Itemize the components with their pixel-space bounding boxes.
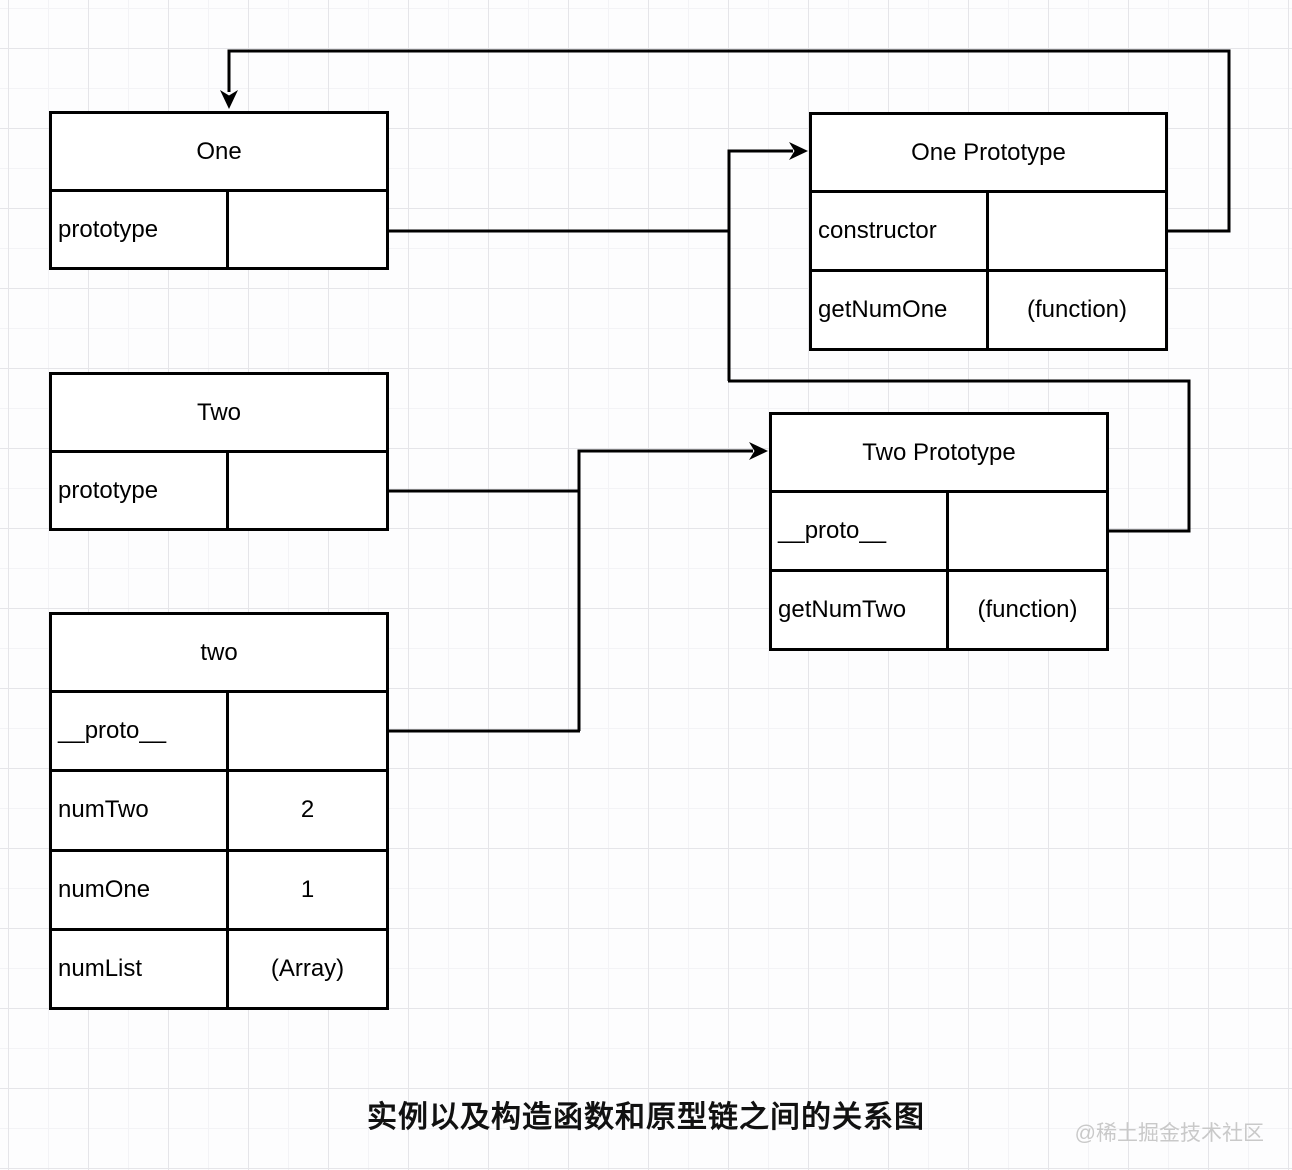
row-key: numOne: [52, 851, 229, 928]
node-one-prototype-row-constructor: constructor: [812, 193, 1165, 269]
row-key: numTwo: [52, 772, 229, 849]
arrow-into-one-prototype: [727, 149, 793, 381]
node-two-row-prototype: prototype: [52, 453, 386, 528]
node-two-instance-row-numtwo: numTwo 2: [52, 769, 386, 849]
node-one-title: One: [52, 114, 386, 192]
node-two-prototype-row-proto: __proto__: [772, 493, 1106, 569]
node-two-instance: two __proto__ numTwo 2 numOne 1 numList …: [49, 612, 389, 1010]
node-one-prototype-title: One Prototype: [812, 115, 1165, 193]
arrow-into-two-prototype: [577, 449, 753, 731]
node-one-prototype: One Prototype constructor getNumOne (fun…: [809, 112, 1168, 351]
row-value: [229, 693, 386, 769]
arrowhead-right-into-two-prototype: [749, 442, 768, 460]
row-key: getNumOne: [812, 272, 989, 348]
row-value: (function): [977, 596, 1078, 623]
row-value: [989, 193, 1165, 269]
row-key: prototype: [52, 453, 229, 528]
row-value: 1: [300, 875, 315, 903]
node-two-instance-row-numlist: numList (Array): [52, 927, 386, 1007]
arrowhead-right-into-one-prototype: [789, 142, 808, 160]
row-key: constructor: [812, 193, 989, 269]
node-two-instance-row-numone: numOne 1: [52, 848, 386, 928]
diagram-caption: 实例以及构造函数和原型链之间的关系图: [367, 1101, 925, 1134]
row-value: [949, 493, 1106, 569]
node-two-instance-title: two: [52, 615, 386, 693]
row-value: [229, 192, 386, 267]
arrowhead-down-into-one: [220, 90, 238, 109]
row-value: (Array): [270, 954, 345, 982]
node-one: One prototype: [49, 111, 389, 270]
row-key: __proto__: [772, 493, 949, 569]
node-two-prototype-title: Two Prototype: [772, 415, 1106, 493]
row-key: numList: [52, 930, 229, 1007]
row-key: __proto__: [52, 693, 229, 770]
node-two-instance-row-proto: __proto__: [52, 693, 386, 770]
row-value: [229, 453, 386, 528]
row-value: 2: [300, 796, 315, 824]
row-value: (function): [1026, 296, 1128, 323]
watermark-text: @稀土掘金技术社区: [1074, 1122, 1264, 1145]
node-two-prototype-row-getnumtwo: getNumTwo (function): [772, 569, 1106, 648]
node-two-prototype: Two Prototype __proto__ getNumTwo (funct…: [769, 412, 1109, 651]
row-key: prototype: [52, 192, 229, 267]
node-two: Two prototype: [49, 372, 389, 531]
node-one-row-prototype: prototype: [52, 192, 386, 267]
node-two-title: Two: [52, 375, 386, 453]
node-one-prototype-row-getnumone: getNumOne (function): [812, 269, 1165, 348]
row-key: getNumTwo: [772, 572, 949, 648]
